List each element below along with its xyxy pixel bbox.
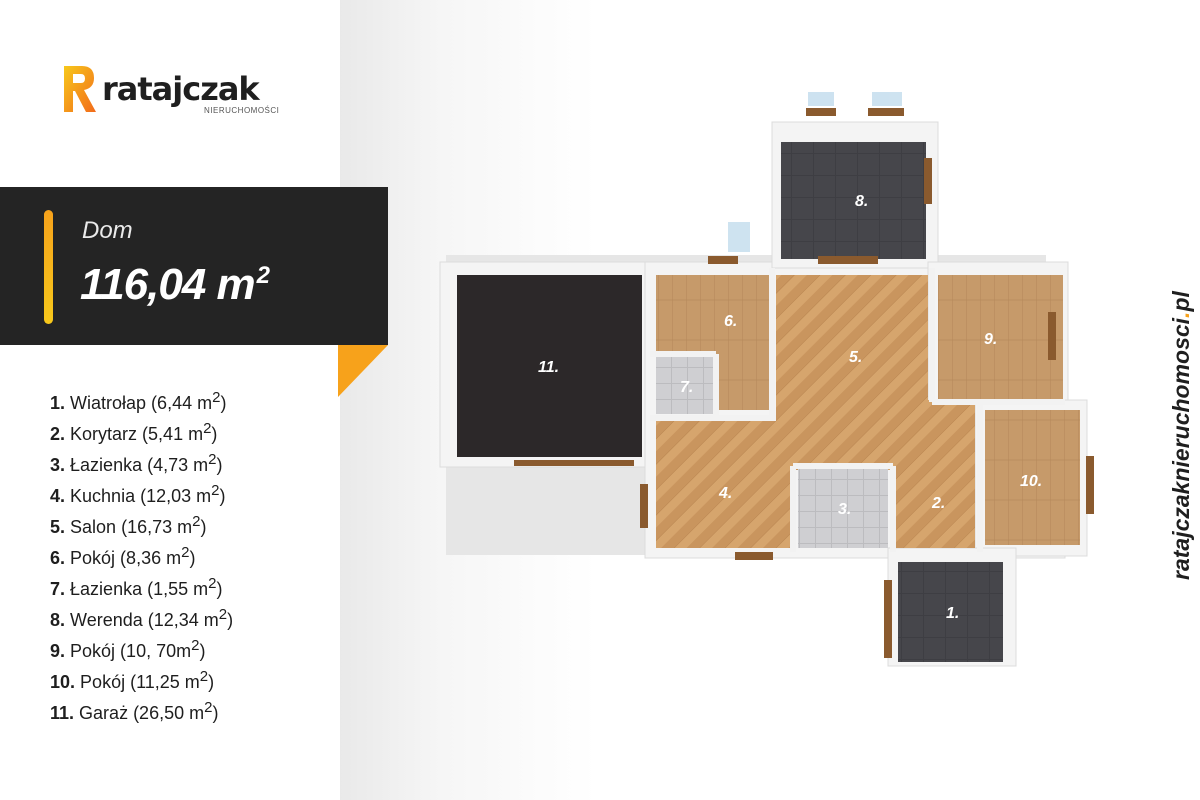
room-tail: ) xyxy=(219,486,226,506)
list-item: 10. Pokój (11,25 m2) xyxy=(50,668,215,692)
list-item: 7. Łazienka (1,55 m2) xyxy=(50,575,223,599)
room-name: Wiatrołap (6,44 m xyxy=(70,393,213,413)
room-tail: ) xyxy=(208,672,215,692)
info-panel xyxy=(0,0,340,800)
property-area: 116,04 m2 xyxy=(80,260,270,310)
room-tail: ) xyxy=(199,641,206,661)
room-11-garage xyxy=(457,275,642,457)
room-9-pokoj xyxy=(938,275,1063,400)
room-tail: ) xyxy=(211,424,218,444)
banner-accent-bar xyxy=(44,210,53,324)
website-name: ratajczaknieruchomosci xyxy=(1168,317,1194,580)
property-banner xyxy=(0,187,388,345)
room-number: 1. xyxy=(50,393,66,413)
room-3-lazienka xyxy=(798,468,888,548)
room-name: Korytarz (5,41 m xyxy=(70,424,204,444)
room-tail: ) xyxy=(216,455,223,475)
room-8-werenda xyxy=(781,142,926,259)
room-7-lazienka xyxy=(656,356,714,414)
plan-label-9: 9. xyxy=(984,331,997,348)
website-url: ratajczaknieruchomosci.pl xyxy=(1168,291,1195,580)
website-tld: pl xyxy=(1168,291,1194,312)
brand-logo: ratajczak NIERUCHOMOŚCI xyxy=(60,62,300,122)
list-item: 11. Garaż (26,50 m2) xyxy=(50,699,219,723)
windows xyxy=(514,108,1094,658)
room-number: 5. xyxy=(50,517,66,537)
banner-fold xyxy=(338,345,388,397)
room-10-pokoj xyxy=(985,410,1080,545)
website-dot: . xyxy=(1168,311,1194,318)
plan-label-3: 3. xyxy=(838,501,851,518)
property-type: Dom xyxy=(82,217,133,244)
room-number: 7. xyxy=(50,579,66,599)
room-name: Kuchnia (12,03 m xyxy=(70,486,212,506)
logo-r-icon xyxy=(64,66,96,112)
plan-label-1: 1. xyxy=(946,605,959,622)
room-number: 3. xyxy=(50,455,66,475)
room-tail: ) xyxy=(220,393,227,413)
plan-label-6: 6. xyxy=(724,313,737,330)
room-list: 1. Wiatrołap (6,44 m2) 2. Korytarz (5,41… xyxy=(50,389,233,730)
list-item: 5. Salon (16,73 m2) xyxy=(50,513,207,537)
plan-label-7: 7. xyxy=(680,379,693,396)
room-number: 11. xyxy=(50,703,75,723)
list-item: 9. Pokój (10, 70m2) xyxy=(50,637,206,661)
room-name: Pokój (8,36 m xyxy=(70,548,182,568)
room-name: Łazienka (4,73 m xyxy=(70,455,209,475)
list-item: 3. Łazienka (4,73 m2) xyxy=(50,451,223,475)
inner-walls xyxy=(650,268,1065,552)
plan-label-10: 10. xyxy=(1020,473,1042,490)
room-number: 9. xyxy=(50,641,66,661)
brand-name: ratajczak xyxy=(102,70,260,108)
room-tail: ) xyxy=(212,703,219,723)
list-item: 1. Wiatrołap (6,44 m2) xyxy=(50,389,227,413)
plan-label-5: 5. xyxy=(849,349,862,366)
room-name: Pokój (10, 70m xyxy=(70,641,192,661)
room-tail: ) xyxy=(216,579,223,599)
list-item: 2. Korytarz (5,41 m2) xyxy=(50,420,218,444)
list-item: 6. Pokój (8,36 m2) xyxy=(50,544,196,568)
plan-label-2: 2. xyxy=(931,495,945,512)
area-value: 116,04 m xyxy=(80,260,256,309)
room-number: 6. xyxy=(50,548,66,568)
room-number: 8. xyxy=(50,610,66,630)
room-tail: ) xyxy=(189,548,196,568)
plan-label-8: 8. xyxy=(855,193,868,210)
room-name: Werenda (12,34 m xyxy=(70,610,219,630)
room-name: Salon (16,73 m xyxy=(70,517,193,537)
room-name: Pokój (11,25 m xyxy=(80,672,200,692)
room-number: 2. xyxy=(50,424,66,444)
room-number: 4. xyxy=(50,486,66,506)
room-tail: ) xyxy=(227,610,234,630)
area-unit-sup: 2 xyxy=(256,262,270,290)
floor-plan: 8. 6. 5. 9. 11. 7. 4. 3. 2. 10. 1. xyxy=(439,92,1094,667)
room-name: Garaż (26,50 m xyxy=(79,703,205,723)
room-1-wiatrolap xyxy=(898,562,1003,662)
window-glass xyxy=(728,92,902,252)
plan-label-11: 11. xyxy=(538,359,559,376)
list-item: 8. Werenda (12,34 m2) xyxy=(50,606,234,630)
room-5-salon xyxy=(656,275,975,548)
room-number: 10. xyxy=(50,672,76,692)
plan-label-4: 4. xyxy=(718,485,732,502)
brand-subtitle: NIERUCHOMOŚCI xyxy=(204,106,280,115)
room-tail: ) xyxy=(200,517,207,537)
room-name: Łazienka (1,55 m xyxy=(70,579,209,599)
list-item: 4. Kuchnia (12,03 m2) xyxy=(50,482,226,506)
